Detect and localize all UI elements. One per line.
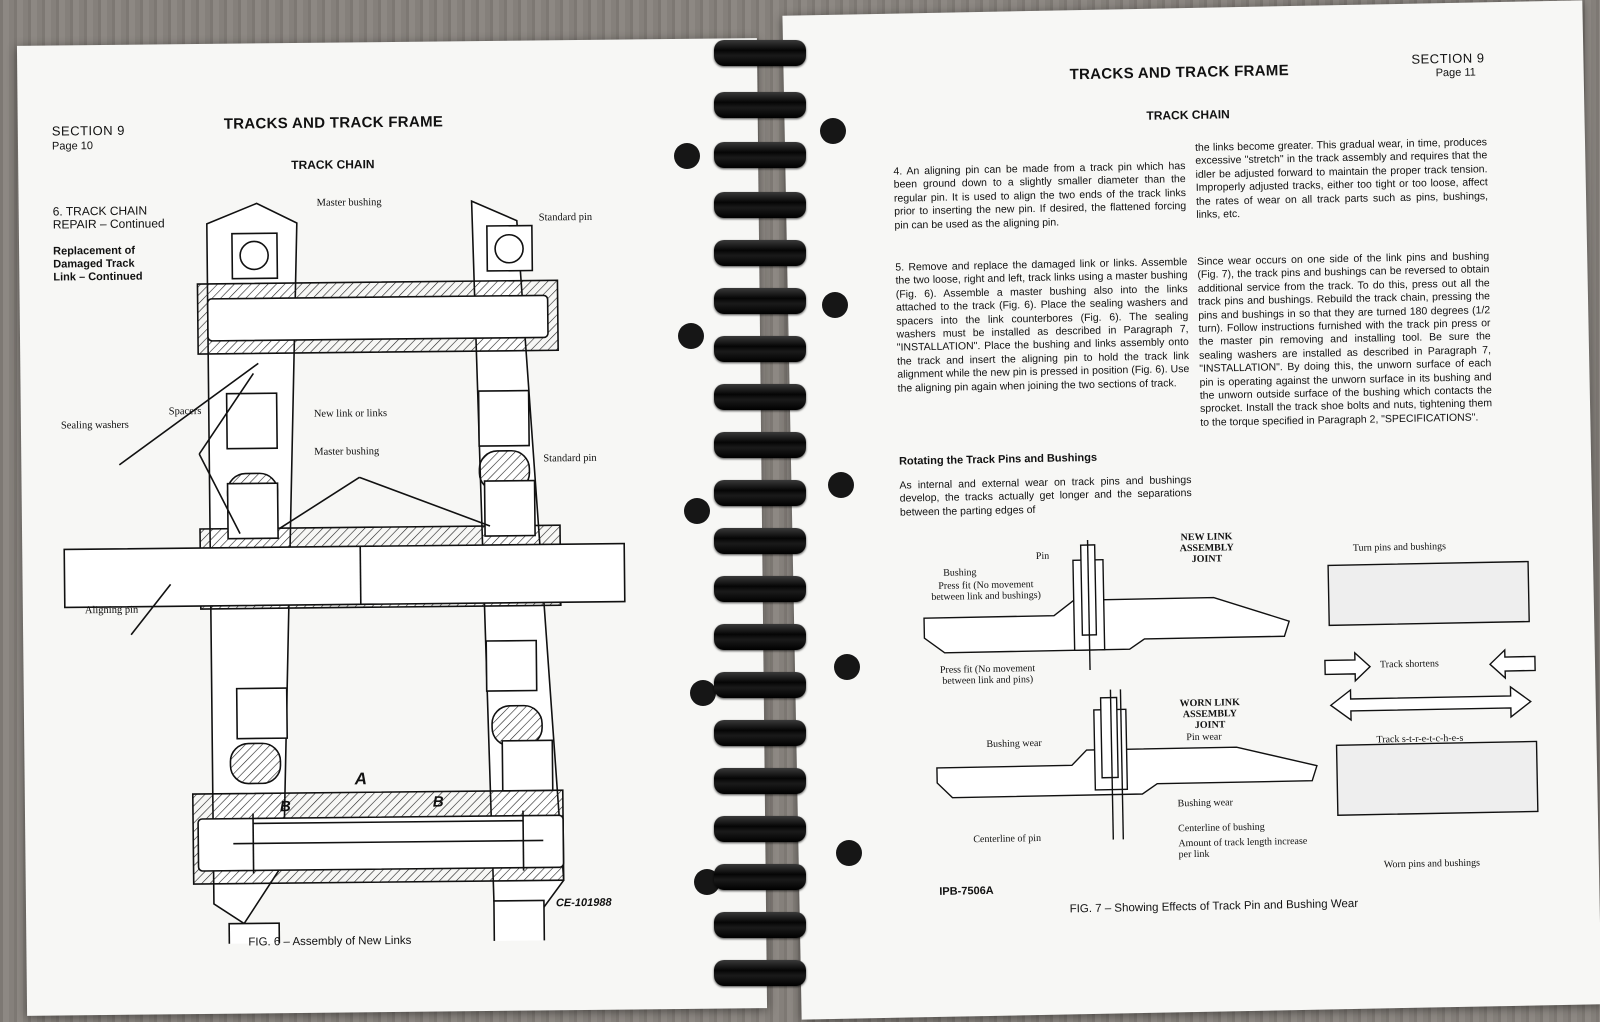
label-master-bushing-mid: Master bushing — [314, 446, 380, 458]
label-new-links: New link or links — [313, 408, 388, 420]
punch-hole — [828, 472, 854, 498]
punch-hole — [678, 323, 704, 349]
dim-a: A — [354, 769, 368, 789]
label-track-shortens: Track shortens — [1379, 658, 1439, 671]
new-joint-title: NEW LINK ASSEMBLY JOINT — [1179, 531, 1234, 566]
label-press-fit-2: Press fit (No movement between link and … — [939, 663, 1036, 687]
binding-coil — [714, 336, 806, 362]
label-aligning-pin: Aligning pin — [84, 604, 139, 617]
paragraph-4: 4. An aligning pin can be made from a tr… — [893, 160, 1187, 232]
page-number: Page 11 — [1435, 66, 1476, 80]
binding-coil — [714, 864, 806, 890]
figure-code: CE-101988 — [555, 896, 612, 910]
label-press-fit-1: Press fit (No movement between link and … — [931, 579, 1042, 604]
label-sealing-washers: Sealing washers — [60, 419, 129, 432]
section-label: SECTION 9 — [51, 122, 126, 139]
binding-coil — [714, 288, 806, 314]
dim-b-left: B — [279, 798, 291, 816]
label-pin: Pin — [1035, 550, 1050, 563]
punch-hole — [684, 498, 710, 524]
label-pin-wear: Pin wear — [1186, 731, 1222, 744]
page-title: TRACKS AND TRACK FRAME — [223, 113, 444, 133]
paragraph-rotating: As internal and external wear on track p… — [899, 474, 1192, 519]
binding-coil — [714, 384, 806, 410]
fig6-drawing — [63, 199, 626, 946]
label-track-stretches: Track s-t-r-e-t-c-h-e-s — [1376, 732, 1464, 746]
label-turn-pins: Turn pins and bushings — [1352, 541, 1447, 554]
punch-hole — [690, 680, 716, 706]
paragraph-col2-b: Since wear occurs on one side of the lin… — [1197, 250, 1493, 429]
punch-hole — [836, 840, 862, 866]
fig7-code: IPB-7506A — [939, 884, 994, 898]
binding-coil — [714, 576, 806, 602]
label-standard-pin-mid: Standard pin — [543, 452, 597, 465]
paragraph-5: 5. Remove and replace the damaged link o… — [895, 256, 1190, 395]
label-spacers: Spacers — [168, 405, 202, 418]
punch-hole — [820, 118, 846, 144]
binding-coil — [714, 912, 806, 938]
binding-coil — [714, 480, 806, 506]
section-label: SECTION 9 — [1411, 50, 1485, 67]
fig7-caption: FIG. 7 – Showing Effects of Track Pin an… — [1069, 897, 1359, 916]
binding-coil — [714, 92, 806, 118]
punch-hole — [674, 143, 700, 169]
punch-hole — [822, 292, 848, 318]
page-number: Page 10 — [51, 140, 94, 153]
dim-b-right: B — [432, 793, 444, 811]
paragraph-col2-a: the links become greater. This gradual w… — [1194, 136, 1489, 221]
binding-coil — [714, 624, 806, 650]
label-bushing-wear-2: Bushing wear — [1177, 797, 1234, 810]
fig6-caption: FIG. 6 – Assembly of New Links — [248, 934, 412, 949]
rotating-heading: Rotating the Track Pins and Bushings — [898, 451, 1098, 468]
binding-coil — [714, 192, 806, 218]
page-title: TRACKS AND TRACK FRAME — [1069, 62, 1290, 84]
page-subtitle: TRACK CHAIN — [1146, 107, 1230, 123]
label-bushing: Bushing — [943, 567, 977, 579]
label-amount-increase: Amount of track length increase per link — [1178, 835, 1308, 861]
punch-hole — [834, 654, 860, 680]
binding-coil — [714, 240, 806, 266]
worn-joint-title: WORN LINK ASSEMBLY JOINT — [1179, 697, 1240, 731]
label-centerline-bushing: Centerline of bushing — [1178, 821, 1265, 835]
label-centerline-pin: Centerline of pin — [973, 832, 1042, 846]
binding-coil — [714, 142, 806, 168]
binding-coil — [714, 40, 806, 66]
binding-coil — [714, 432, 806, 458]
label-master-bushing-top: Master bushing — [316, 197, 382, 209]
binding-coil — [714, 960, 806, 986]
binding-coil — [714, 768, 806, 794]
left-page: SECTION 9 Page 10 TRACKS AND TRACK FRAME… — [16, 38, 768, 1016]
binding-coil — [714, 672, 806, 698]
binding-coil — [714, 816, 806, 842]
label-bushing-wear-1: Bushing wear — [986, 737, 1042, 750]
binding-coil — [714, 528, 806, 554]
label-worn-pins: Worn pins and bushings — [1383, 857, 1481, 871]
right-page: SECTION 9 Page 11 TRACKS AND TRACK FRAME… — [782, 0, 1600, 1020]
fig7-drawing — [923, 539, 1539, 840]
binding-coil — [714, 720, 806, 746]
label-standard-pin-top: Standard pin — [538, 211, 593, 224]
